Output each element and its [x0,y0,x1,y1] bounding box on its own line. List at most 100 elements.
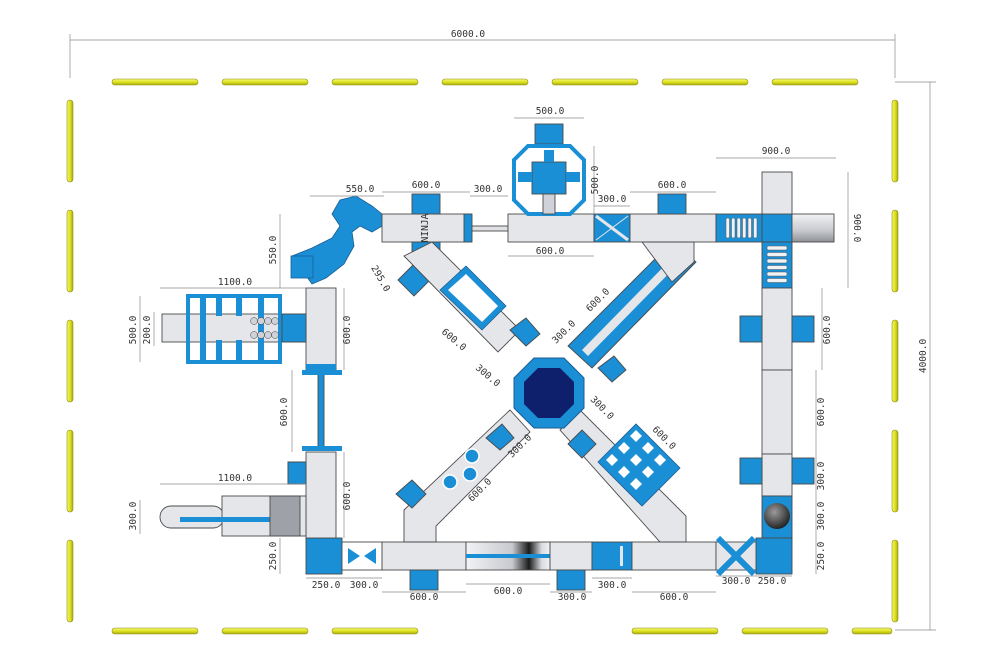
dim-bottom-2: 600.0 [410,592,439,603]
right-module-2 [761,369,793,455]
left-column [159,287,342,539]
right-slide [791,213,835,243]
top-row: NINJA [290,123,763,285]
left-lower-module [305,451,337,539]
dim-overall-width: 6000.0 [451,29,486,40]
grid-cell-0-0 [630,430,642,442]
left-pole-cap-top [302,370,342,375]
curved-tube-pad [290,255,314,279]
left-ladder-end [281,313,307,343]
dim-tower-width: 500.0 [536,106,565,117]
buoy-bottom-3 [631,627,719,635]
grid-cell-2-2 [630,478,642,490]
buoy-right-1 [891,209,899,293]
bottom-x-line-2 [715,535,757,577]
top-module-1-flap-top [411,193,441,215]
left-pole-cap-bottom [302,446,342,451]
buoy-bottom-0 [111,627,199,635]
diagonal-lr [559,409,687,543]
roller-5 [753,217,758,239]
grid-cell-1-1 [630,454,642,466]
left-slide-top-flap [287,461,307,485]
dim-overall-height: 4000.0 [918,339,929,374]
dim-bottom-4: 300.0 [558,592,587,603]
bottom-module-3-bar [620,546,623,566]
right-module-3-flap-right [791,457,815,485]
bottom-connector-arrows [348,548,376,564]
dim-right-module-4: 300.0 [816,501,827,530]
dim-left-slide-height: 300.0 [128,501,139,530]
dim-tower-height: 500.0 [590,165,601,194]
bottom-row [305,535,757,591]
brand-mark: NINJA [420,213,431,242]
dim-diag-ul-long: 600.0 [439,327,468,354]
roller-vertical-1 [766,252,788,257]
dim-right-module-2: 600.0 [816,397,827,426]
roller-vertical-2 [766,258,788,264]
buoy-bottom-5 [851,627,893,635]
buoy-right-0 [891,99,899,183]
roller-left-bottom-1 [257,331,265,339]
x-net-line-2 [595,215,629,241]
top-module-2-flap [657,193,687,215]
left-slide-band [180,517,270,522]
roller-left-top-3 [271,317,279,325]
right-tower-core [761,213,793,243]
buoy-top-2 [331,78,419,86]
buoy-bottom-4 [741,627,829,635]
diag-ul-ladder-inner [448,274,498,322]
buoy-left-3 [66,429,74,513]
grid-cell-0-2 [654,454,666,466]
left-ladder-frame [186,294,282,364]
dim-right-module-1: 600.0 [822,315,833,344]
dim-left-lower-module: 600.0 [342,481,353,510]
dim-left-gap: 600.0 [279,397,290,426]
diag-ll-hub-pad [485,423,515,451]
tower-arm-top [544,150,554,162]
diag-ll-pad [395,479,427,509]
grid-cell-1-0 [618,442,630,454]
dim-left-slide-width: 1100.0 [218,473,253,484]
buoy-left-2 [66,319,74,403]
roller-left-top-2 [264,317,272,325]
dim-left-curve-height: 550.0 [268,235,279,264]
roller-left-bottom-3 [271,331,279,339]
roller-vertical-0 [766,245,788,251]
dim-left-ladder-inner: 200.0 [142,315,153,344]
stepping-disc-2 [462,466,478,482]
tower-core [531,161,567,195]
buoy-right-3 [891,429,899,513]
dim-top-module-2: 600.0 [658,180,687,191]
buoy-top-5 [661,78,749,86]
left-roller-group [250,317,279,339]
buoy-top-6 [771,78,859,86]
roller-2 [736,217,741,239]
dim-bottom-corner-left: 250.0 [312,580,341,591]
diag-ul-hub-pad [509,317,541,347]
left-upper-module [305,287,337,371]
dim-bottom-7: 300.0 [722,576,751,587]
bottom-module-4 [631,541,717,571]
left-ladder-rung-1 [200,296,206,362]
ball-obstacle [764,503,790,529]
dim-top-gap-2: 300.0 [598,194,627,205]
roller-left-bottom-0 [250,331,258,339]
buoy-right-2 [891,319,899,403]
left-ladder-walk-inner [206,316,246,340]
bottom-module-3 [591,541,633,571]
top-connector-bar [471,225,509,232]
roller-vertical-5 [766,278,788,283]
left-slide-mat [269,495,301,537]
bottom-module-1-flap [409,569,439,591]
top-module-2 [629,213,717,243]
diag-lr-grid [597,423,681,507]
bottom-module-1 [381,541,467,571]
roller-vertical-4 [766,271,788,277]
diagonal-ll [395,409,531,543]
right-module-1-flap-right [791,315,815,343]
diag-ur-stripe [582,250,686,356]
roller-4 [747,217,752,239]
diag-ur-arm-grey [641,241,695,283]
grid-cell-2-1 [618,466,630,478]
dim-left-upper-module: 600.0 [342,315,353,344]
